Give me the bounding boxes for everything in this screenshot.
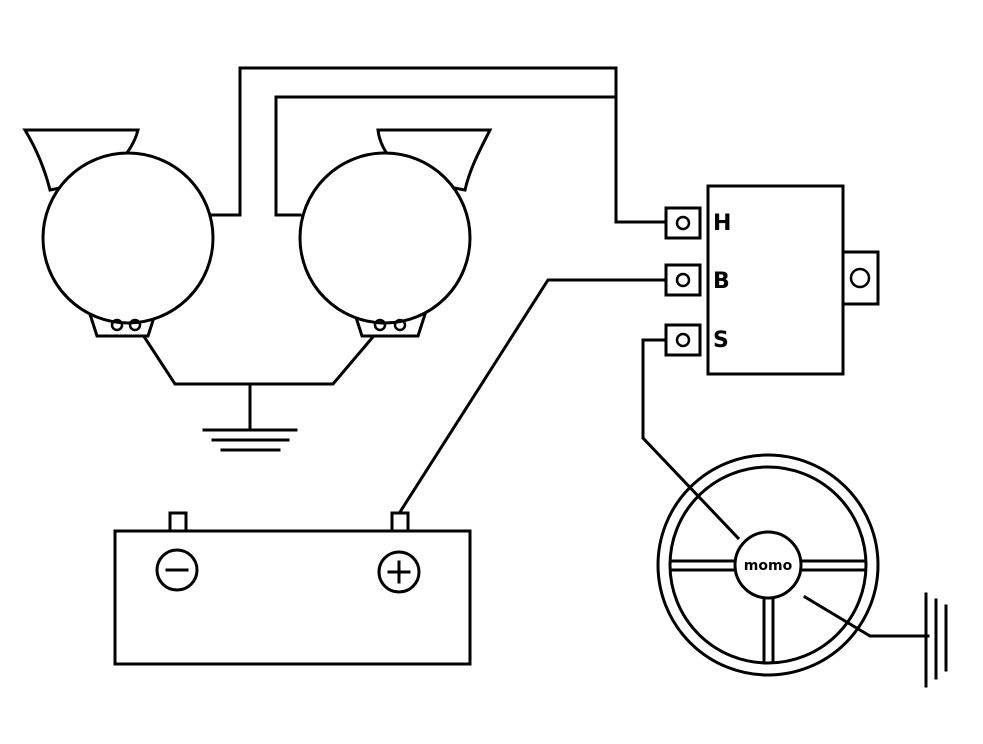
wire-wheel-to-ground — [802, 594, 930, 638]
wheel-ground-symbol — [924, 592, 948, 688]
steering-wheel-outer-rim — [656, 453, 880, 677]
relay-label-b: B — [713, 269, 730, 294]
right-horn-terminal-2 — [393, 318, 407, 332]
battery-body — [113, 529, 472, 666]
relay-body — [706, 184, 845, 376]
wires — [142, 66, 930, 638]
horn-ground-symbol — [202, 428, 298, 452]
battery-positive-circle — [377, 550, 421, 594]
horn-button-brand: momo — [744, 558, 793, 574]
left-horn-terminal-2 — [128, 318, 142, 332]
left-horn-terminal-1 — [110, 318, 124, 332]
wire-left-horn-to-relay-h — [210, 66, 672, 224]
wire-horn-ground — [142, 335, 375, 386]
wire-battery-to-relay-b — [397, 278, 672, 515]
relay-label-h: H — [713, 211, 731, 236]
horn-button[interactable] — [733, 530, 803, 600]
left-horn — [22, 128, 215, 338]
battery-negative-circle — [155, 548, 199, 592]
battery — [113, 511, 472, 666]
battery-positive-post — [390, 511, 410, 533]
relay-mount-tab — [841, 250, 880, 306]
relay-mount-hole — [849, 267, 871, 289]
relay-terminal-b-screw — [675, 272, 691, 288]
relay-terminal-b — [664, 263, 702, 297]
battery-negative-post — [168, 511, 188, 533]
relay-terminal-s — [664, 323, 702, 357]
steering-wheel: momo — [656, 453, 880, 677]
right-horn — [298, 128, 493, 338]
steering-wheel-inner-rim — [668, 465, 868, 665]
left-horn-body — [41, 151, 215, 325]
relay-terminal-s-screw — [675, 332, 691, 348]
right-horn-terminal-1 — [373, 318, 387, 332]
relay: H B S — [664, 184, 880, 376]
relay-terminal-h-screw — [675, 215, 691, 231]
relay-terminal-h — [664, 206, 702, 240]
wire-right-horn-to-relay-h — [274, 95, 618, 217]
right-horn-body — [298, 151, 472, 325]
relay-label-s: S — [713, 328, 729, 353]
